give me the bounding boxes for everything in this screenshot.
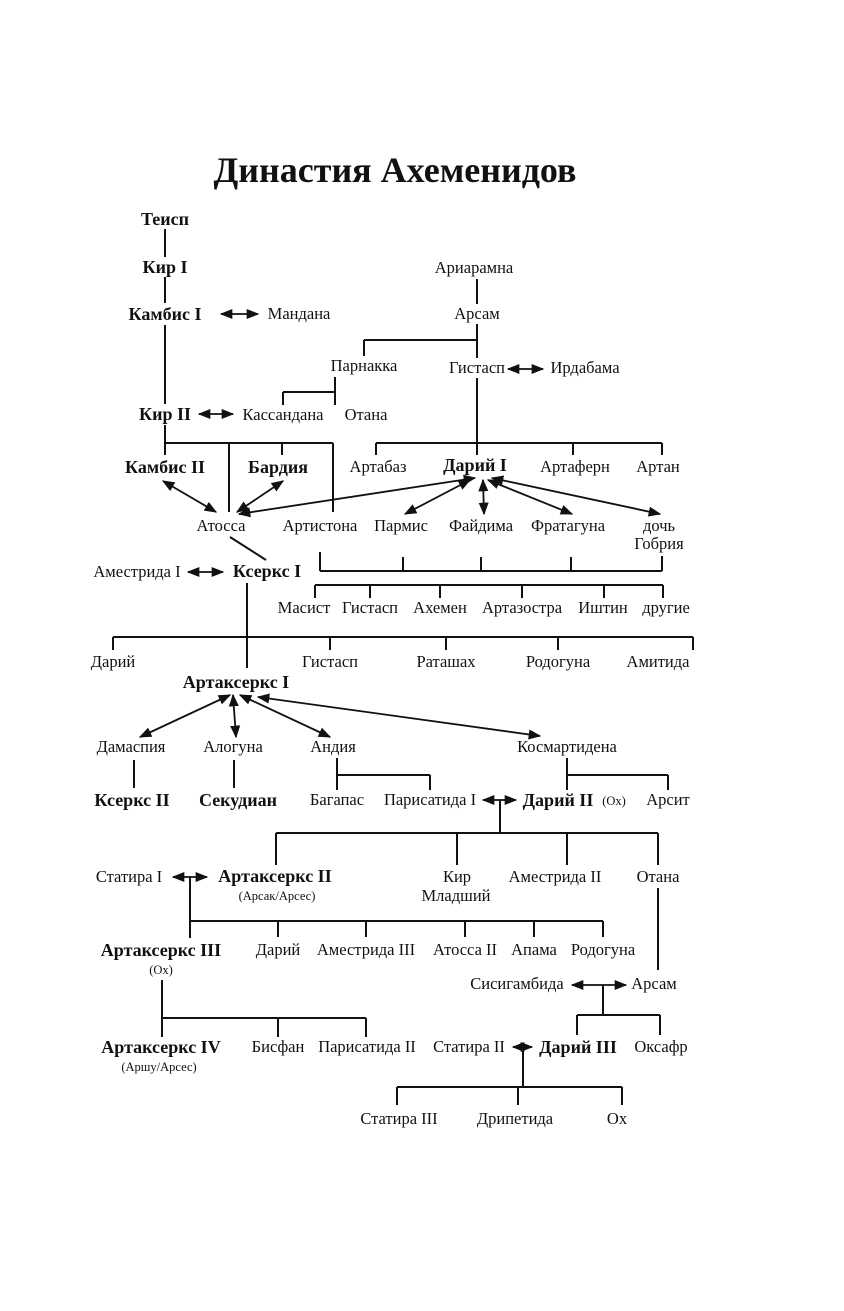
person-name: Дарий — [255, 939, 301, 959]
person-name: Артаксеркс I — [182, 672, 290, 692]
person-name: Статира III — [360, 1108, 438, 1128]
person-name: Статира II — [433, 1036, 505, 1056]
person-name: Апама — [511, 939, 557, 959]
person-note: (Ох) — [149, 962, 173, 977]
person-name: Бардия — [248, 457, 308, 477]
person-name: Космартидена — [517, 736, 617, 756]
person-name: Андия — [310, 736, 356, 756]
person-name: Ксеркс I — [232, 561, 302, 581]
person-name: Арсам — [454, 303, 500, 323]
person-name: Раташах — [416, 651, 476, 671]
marriage-arrow — [138, 694, 232, 738]
marriage-arrow — [235, 480, 285, 513]
person-name: Бисфан — [251, 1036, 305, 1056]
person-name: Дарий III — [539, 1037, 617, 1057]
person-name: Ксеркс II — [94, 790, 170, 810]
person-name: Отана — [636, 866, 680, 886]
person-name: Младший — [421, 885, 491, 905]
person-name: Дарий II — [522, 790, 594, 810]
person-name: Артаксеркс II — [218, 866, 332, 886]
person-name: Аместрида II — [508, 866, 602, 886]
person-name: Алогуна — [203, 736, 263, 756]
person-name: Отана — [344, 404, 388, 424]
person-name: Теисп — [140, 209, 190, 229]
marriage-arrow — [403, 479, 472, 515]
person-name: Секудиан — [198, 790, 278, 810]
person-name: Камбис II — [125, 457, 205, 477]
person-name: Артаксеркс III — [100, 940, 222, 960]
person-name: Файдима — [448, 515, 514, 535]
person-name: Артазостра — [481, 597, 563, 617]
person-name: Сисигамбида — [470, 973, 564, 993]
person-name: Артабаз — [349, 456, 407, 476]
person-name: Аместрида I — [93, 561, 181, 581]
marriage-arrow — [228, 693, 241, 739]
person-name: Гистасп — [302, 651, 358, 671]
person-name: Родогуна — [570, 939, 636, 959]
person-name: Кир I — [142, 257, 188, 277]
person-name: Фратагуна — [530, 515, 606, 535]
person-name: Дрипетида — [476, 1108, 554, 1128]
person-name: Кассандана — [242, 404, 324, 424]
person-note: (Аршу/Арсес) — [121, 1059, 197, 1074]
page-title: Династия Ахеменидов — [213, 150, 577, 190]
person-name: Багапас — [309, 789, 365, 809]
person-name: Гобрия — [634, 533, 684, 553]
marriage-arrow — [256, 693, 542, 740]
marriage-arrow — [490, 475, 662, 517]
marriage-arrow — [161, 480, 218, 513]
person-name: Гистасп — [342, 597, 398, 617]
lineage-line — [229, 536, 267, 561]
person-name: Аместрида III — [316, 939, 416, 959]
marriage-arrow — [486, 479, 574, 515]
person-name: Ирдабама — [550, 357, 620, 377]
person-name: Иштин — [578, 597, 628, 617]
person-name: Ох — [606, 1108, 628, 1128]
person-name: Парнакка — [330, 355, 398, 375]
person-name: другие — [642, 597, 690, 617]
person-name: Артаксеркс IV — [101, 1037, 221, 1057]
person-name: Арсит — [646, 789, 690, 809]
person-name: Родогуна — [525, 651, 591, 671]
person-name: Артаферн — [540, 456, 610, 476]
person-name: Парисатида II — [318, 1036, 416, 1056]
person-name: Гистасп — [449, 357, 505, 377]
person-name: Атосса II — [432, 939, 498, 959]
person-name: дочь — [642, 515, 676, 535]
person-name: Камбис I — [128, 304, 202, 324]
person-note: (Арсак/Арсес) — [238, 888, 316, 903]
person-name: Арсам — [631, 973, 677, 993]
person-name: Дарий — [90, 651, 136, 671]
person-name: Дарий I — [443, 455, 507, 475]
person-name: Кир II — [139, 404, 191, 424]
person-name: Кир — [442, 866, 472, 886]
person-name: Ахемен — [413, 597, 467, 617]
person-name: Дамаспия — [96, 736, 166, 756]
person-name: Парисатида I — [383, 789, 477, 809]
person-note: (Ох) — [602, 793, 626, 808]
person-name: Амитида — [626, 651, 690, 671]
person-name: Пармис — [374, 515, 428, 535]
marriage-arrow — [478, 478, 489, 516]
person-name: Атосса — [196, 515, 246, 535]
person-name: Масист — [277, 597, 331, 617]
person-name: Ариарамна — [434, 257, 514, 277]
person-name: Мандана — [267, 303, 331, 323]
person-name: Артистона — [282, 515, 358, 535]
person-name: Статира I — [95, 866, 163, 886]
person-name: Артан — [636, 456, 680, 476]
person-name: Оксафр — [634, 1036, 688, 1056]
